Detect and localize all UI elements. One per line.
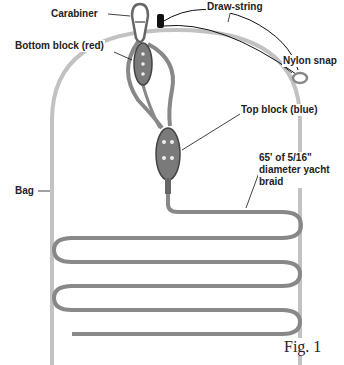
nylon-snap (293, 73, 307, 83)
part-label: Draw-string (206, 1, 264, 13)
draw-string (164, 25, 296, 74)
bag-outline (52, 30, 300, 365)
carabiner (132, 4, 148, 42)
figure-caption: Fig. 1 (284, 338, 321, 356)
rope (142, 82, 160, 128)
part-label: Nylon snap (282, 55, 338, 67)
rope (128, 42, 162, 128)
part-label: Bag (14, 185, 35, 197)
part-label: 65' of 5/16" diameter yacht braid (258, 152, 340, 188)
bottom-block (134, 43, 152, 85)
draw-string (162, 9, 298, 70)
yacht-braid (54, 194, 301, 334)
block-becket (165, 178, 171, 194)
top-block (156, 128, 180, 180)
cord-toggle (157, 14, 164, 28)
part-label: Carabiner (50, 8, 99, 20)
part-label: Bottom block (red) (14, 40, 105, 52)
part-label: Top block (blue) (240, 104, 318, 116)
